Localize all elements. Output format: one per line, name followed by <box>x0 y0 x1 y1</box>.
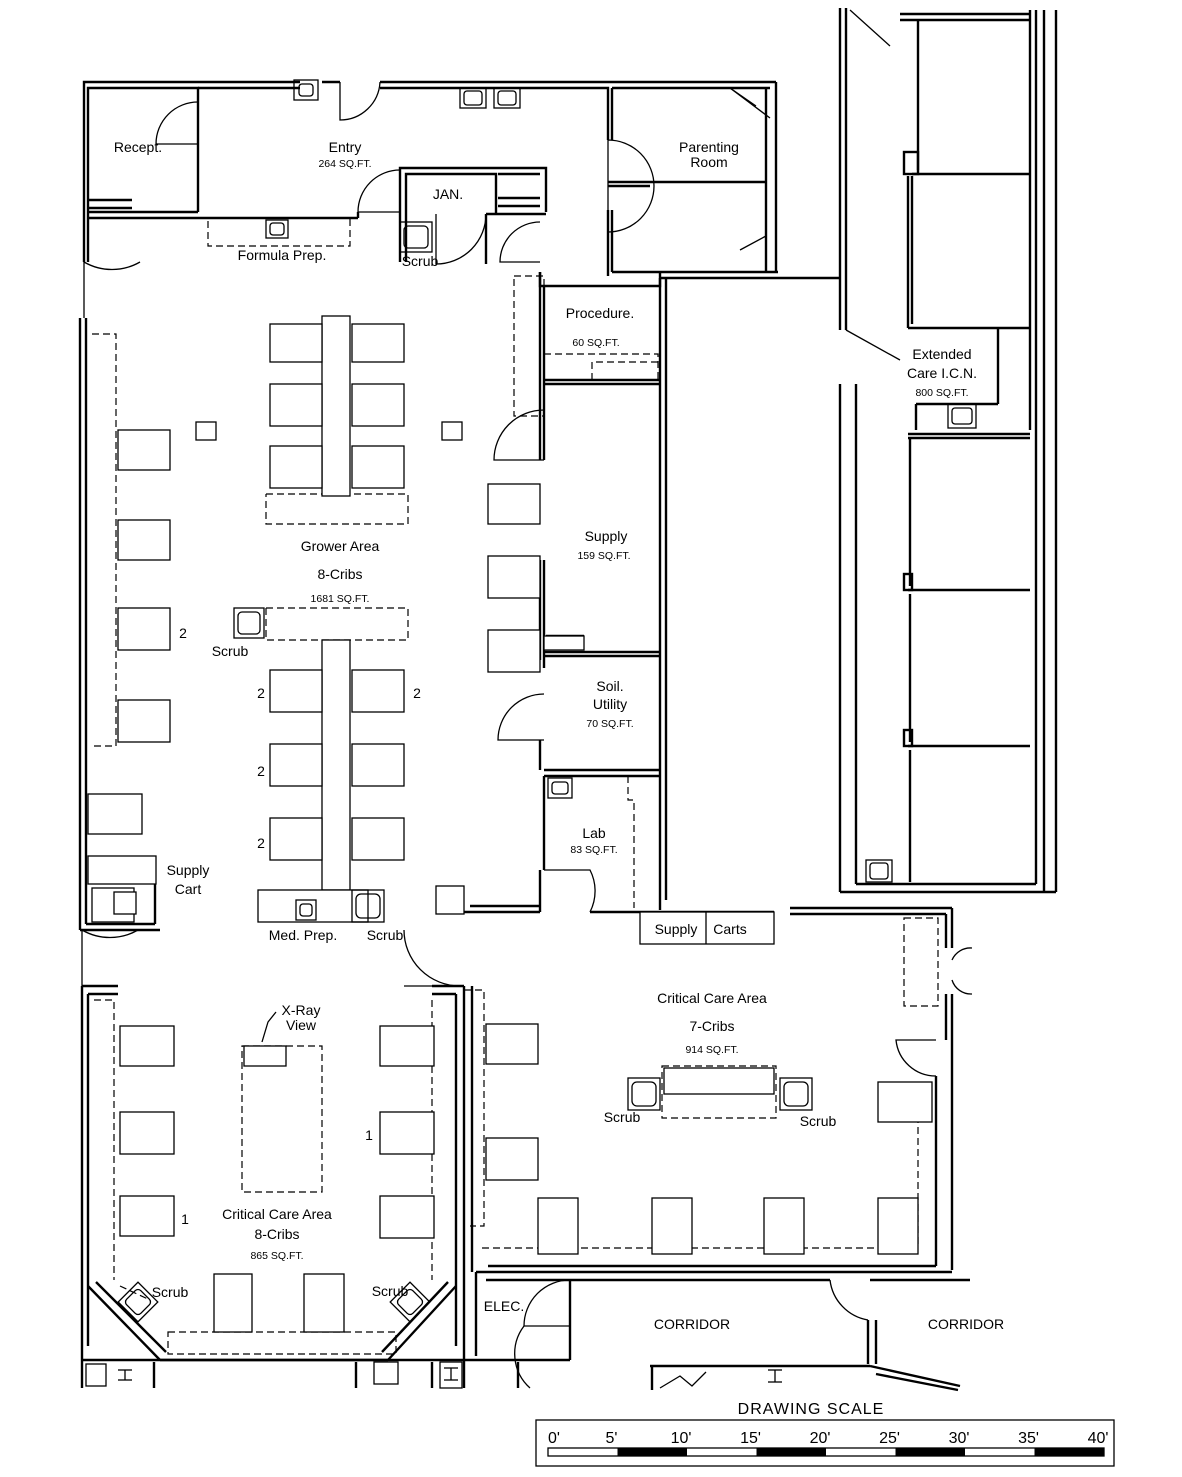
walls <box>78 8 1058 1392</box>
room-area-critical-right: 914 SQ.FT. <box>685 1044 738 1056</box>
label-med-prep: Med. Prep. <box>269 927 337 943</box>
crib-number: 1 <box>365 1127 373 1143</box>
scale-segment <box>617 1448 687 1456</box>
room-cribs-critical-right: 7-Cribs <box>689 1018 734 1034</box>
room-label-procedure: Procedure. <box>566 305 634 321</box>
room-label-extended-1: Extended <box>912 346 971 362</box>
crib-number: 2 <box>179 625 187 641</box>
sinks <box>117 79 977 1389</box>
room-label-extended-2: Care I.C.N. <box>907 365 977 381</box>
room-area-supply: 159 SQ.FT. <box>577 550 630 562</box>
room-label-corridor-2: CORRIDOR <box>928 1316 1004 1332</box>
crib-number: 2 <box>257 685 265 701</box>
room-label-supply: Supply <box>585 528 628 544</box>
room-area-extended: 800 SQ.FT. <box>915 387 968 399</box>
room-label-parenting-2: Room <box>690 154 727 170</box>
room-area-entry: 264 SQ.FT. <box>318 158 371 170</box>
room-cribs-critical-left: 8-Cribs <box>254 1226 299 1242</box>
room-label-elec: ELEC. <box>484 1298 524 1314</box>
label-scrub-cc-right: Scrub <box>800 1113 837 1129</box>
room-label-formula-prep: Formula Prep. <box>238 247 327 263</box>
scale-title: DRAWING SCALE <box>738 1401 885 1418</box>
label-scrub-cc-left: Scrub <box>604 1109 641 1125</box>
label-scrub-grower: Scrub <box>212 643 249 659</box>
room-label-soil-2: Utility <box>593 696 627 712</box>
room-labels: Recept. Entry 264 SQ.FT. Parenting Room … <box>114 139 1004 1332</box>
room-label-critical-right: Critical Care Area <box>657 990 767 1006</box>
room-label-critical-left: Critical Care Area <box>222 1206 332 1222</box>
scale-tick-label: 0' <box>548 1430 560 1447</box>
label-xray-1: X-Ray <box>282 1002 321 1018</box>
scale-tick-label: 35' <box>1018 1430 1039 1447</box>
scale-tick-label: 30' <box>949 1430 970 1447</box>
room-area-grower: 1681 SQ.FT. <box>311 593 370 605</box>
scale-tick-label: 15' <box>740 1430 761 1447</box>
room-label-lab: Lab <box>582 825 606 841</box>
drawing-scale: DRAWING SCALE 0' 5' 10' 15' 20' 25' 30' 35' 40' <box>535 1401 1115 1467</box>
label-supply-carts-left: Supply <box>655 921 698 937</box>
crib-number: 2 <box>257 763 265 779</box>
room-label-soil-1: Soil. <box>596 678 623 694</box>
room-area-soil: 70 SQ.FT. <box>586 718 633 730</box>
scale-segments <box>617 1448 1104 1456</box>
scale-segment <box>1034 1448 1104 1456</box>
room-label-parenting-1: Parenting <box>679 139 739 155</box>
scale-segment <box>895 1448 965 1456</box>
label-xray-2: View <box>286 1017 317 1033</box>
scale-tick-label: 10' <box>671 1430 692 1447</box>
room-label-entry: Entry <box>329 139 362 155</box>
doors <box>81 9 973 1389</box>
room-label-corridor-1: CORRIDOR <box>654 1316 730 1332</box>
scale-frame <box>535 1419 1115 1467</box>
crib-number: 2 <box>257 835 265 851</box>
scale-tick-labels: 0' 5' 10' 15' 20' 25' 30' 35' 40' <box>548 1430 1108 1447</box>
room-label-jan: JAN. <box>433 186 463 202</box>
room-label-recept: Recept. <box>114 139 162 155</box>
scale-tick-label: 5' <box>606 1430 618 1447</box>
label-supply-carts-right: Carts <box>713 921 746 937</box>
scale-tick-label: 20' <box>810 1430 831 1447</box>
room-area-lab: 83 SQ.FT. <box>570 844 617 856</box>
label-scrub-bl: Scrub <box>152 1284 189 1300</box>
label-scrub-mid: Scrub <box>367 927 404 943</box>
scale-segment <box>756 1448 826 1456</box>
room-area-critical-left: 865 SQ.FT. <box>250 1250 303 1262</box>
crib-number: 1 <box>181 1211 189 1227</box>
scale-tick-label: 25' <box>879 1430 900 1447</box>
label-supply-cart-1: Supply <box>167 862 210 878</box>
counters <box>92 217 939 1355</box>
crib-number: 2 <box>413 685 421 701</box>
label-scrub-top: Scrub <box>402 253 439 269</box>
room-cribs-grower: 8-Cribs <box>317 566 362 582</box>
scale-tick-label: 40' <box>1088 1430 1109 1447</box>
room-label-grower: Grower Area <box>301 538 380 554</box>
room-area-procedure: 60 SQ.FT. <box>572 337 619 349</box>
label-scrub-br: Scrub <box>372 1283 409 1299</box>
crib-numbers: 2 2 2 2 2 1 1 <box>179 625 421 1227</box>
cribs <box>85 315 933 1389</box>
label-supply-cart-2: Cart <box>175 881 202 897</box>
